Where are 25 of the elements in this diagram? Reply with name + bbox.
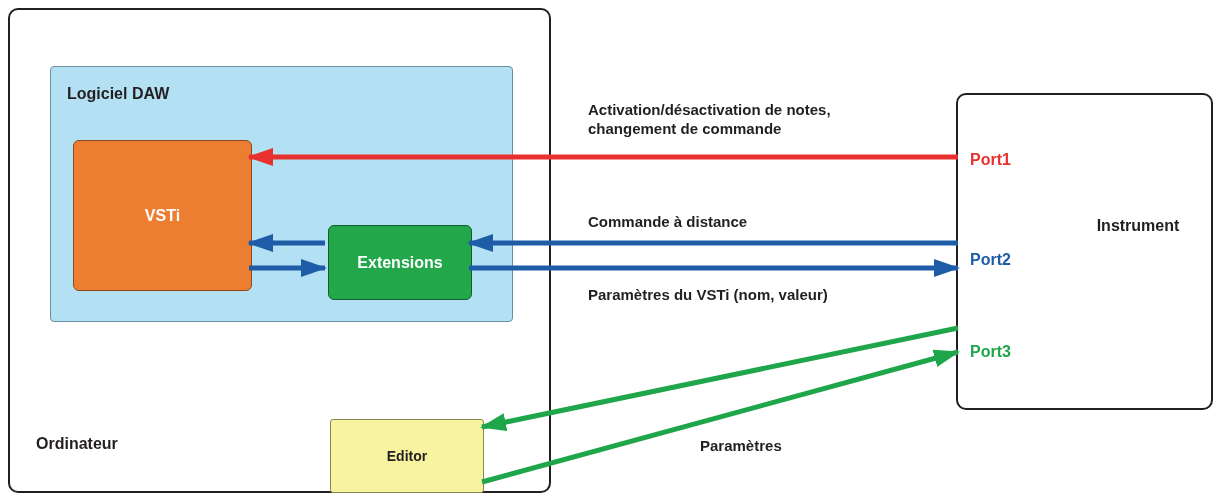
process-box	[73, 140, 252, 291]
node-label: Extensions	[357, 253, 443, 272]
arrow	[481, 349, 960, 485]
panel	[50, 66, 513, 322]
edge-label: Paramètres	[700, 436, 782, 455]
edge-label: Commande à distance	[588, 212, 748, 231]
arrow	[247, 234, 325, 252]
edge-label: Paramètres du VSTi (nom, valeur)	[588, 285, 828, 304]
node-label: VSTi	[144, 206, 181, 225]
arrow	[469, 259, 960, 277]
process-box	[330, 419, 484, 493]
edge-label: Activation/désactivation de notes, changement de commande	[588, 100, 832, 138]
arrow	[249, 259, 327, 277]
node-label: Logiciel DAW	[67, 85, 170, 103]
node-label: Ordinateur	[36, 435, 118, 453]
process-box	[328, 225, 472, 300]
arrow	[247, 148, 958, 166]
node-label: Instrument	[1096, 217, 1180, 235]
rounded-box	[956, 93, 1213, 410]
rounded-box	[8, 8, 551, 493]
port-label: Port3	[970, 343, 1011, 361]
port-label: Port2	[970, 251, 1011, 269]
arrow	[467, 234, 958, 252]
port-label: Port1	[970, 150, 1011, 169]
node-label: Editor	[386, 448, 428, 464]
